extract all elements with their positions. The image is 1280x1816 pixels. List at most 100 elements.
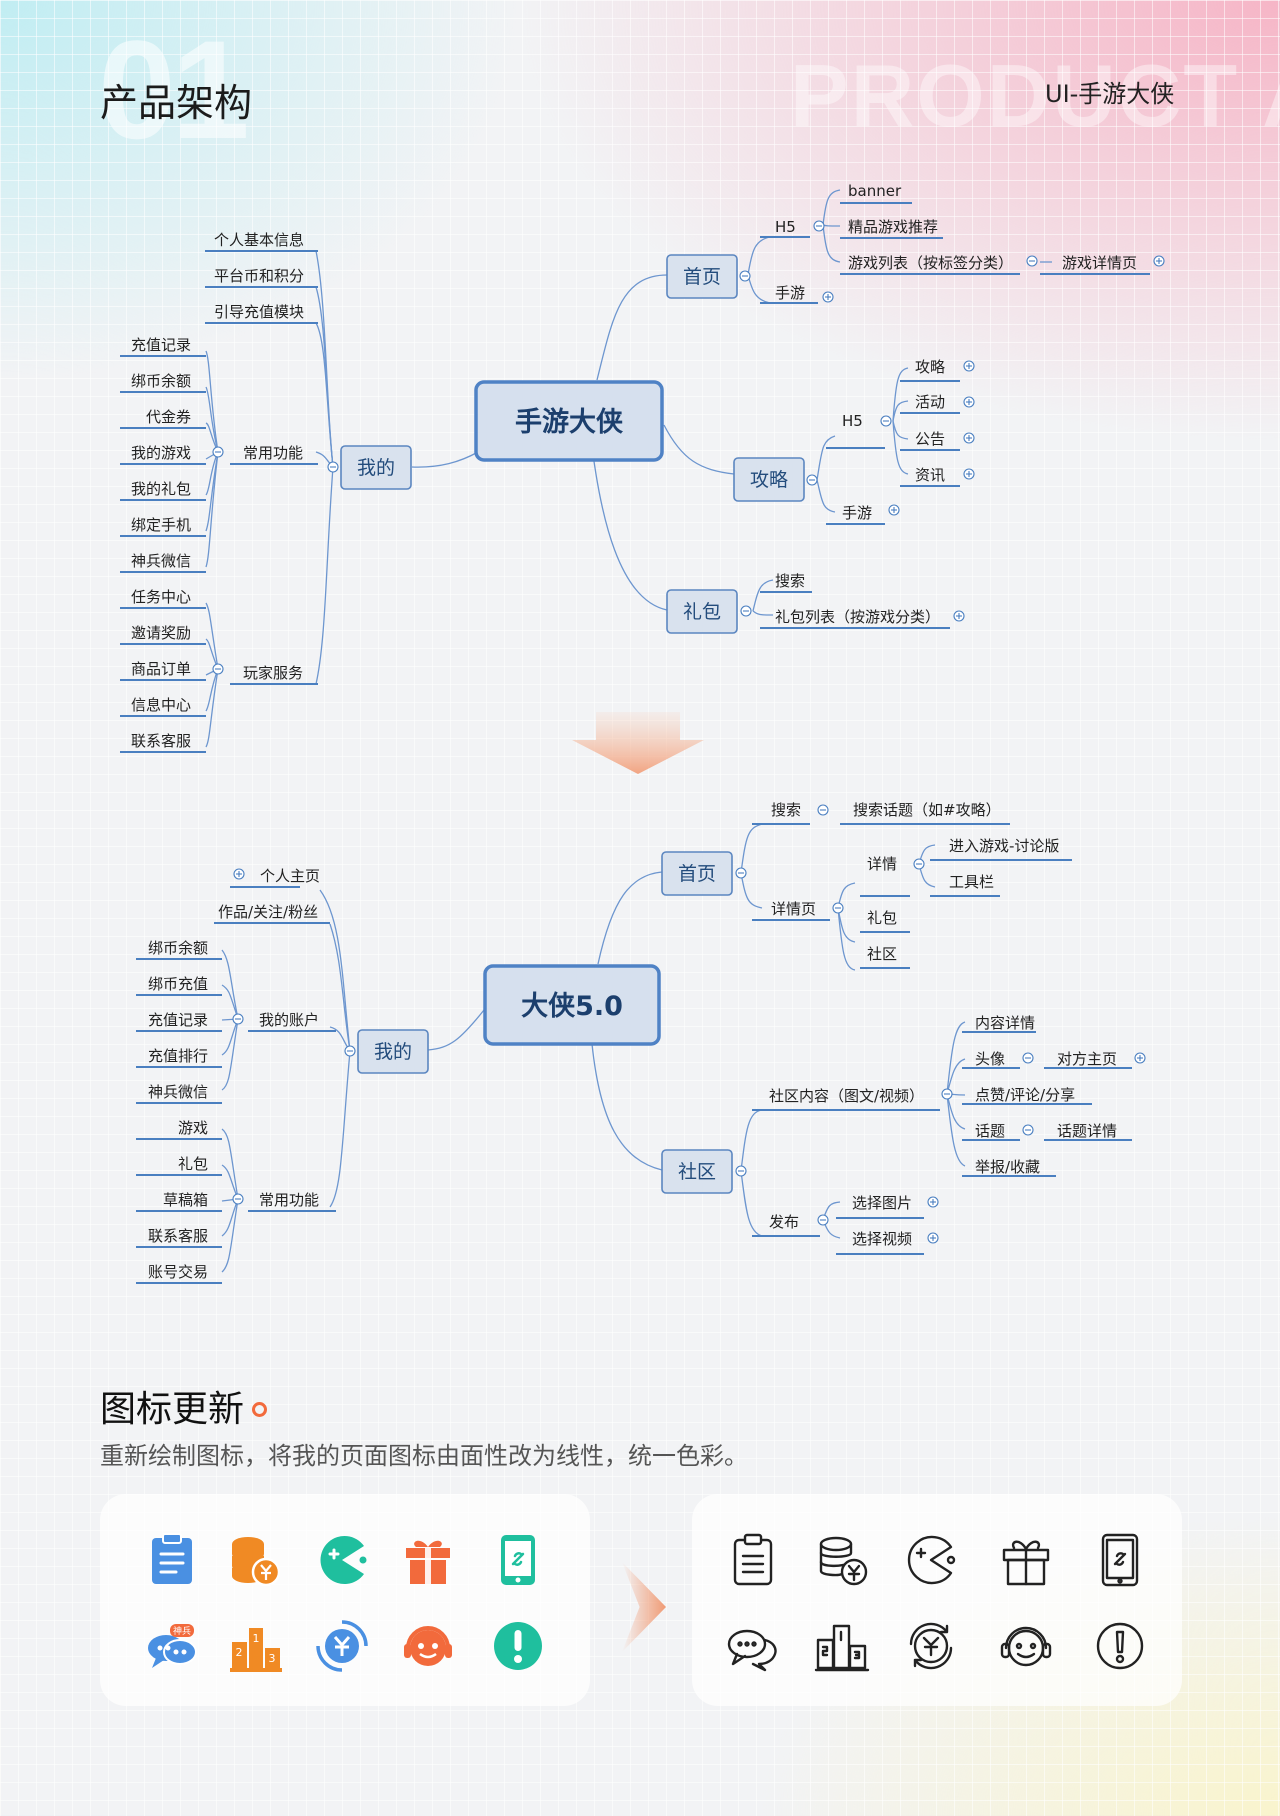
new-common-item: 账号交易	[148, 1263, 208, 1281]
new-home-enter-game: 进入游戏-讨论版	[949, 837, 1059, 855]
clipboard-icon	[725, 1532, 781, 1588]
new-home-search: 搜索	[771, 801, 801, 819]
new-common-group: 常用功能	[259, 1191, 319, 1209]
podium-label: 1	[253, 1632, 260, 1645]
new-account-item: 充值排行	[148, 1047, 208, 1065]
phone-link-icon	[1092, 1532, 1148, 1588]
old-common-item: 绑币余额	[131, 372, 191, 390]
old-common-group: 常用功能	[243, 444, 303, 462]
product-architecture-watermark: PRODUCT AR	[790, 46, 1280, 145]
old-gift-search: 搜索	[775, 572, 805, 590]
new-community-node: 社区	[678, 1161, 716, 1183]
new-mine-node: 我的	[374, 1041, 412, 1063]
new-root-node	[483, 964, 661, 1046]
new-home-detail: 详情	[867, 855, 897, 873]
new-account-items: 绑币余额 绑币充值 充值记录 充值排行 神兵微信	[148, 939, 208, 1101]
new-common-item: 礼包	[178, 1155, 208, 1173]
new-community-avatar: 头像	[975, 1050, 1005, 1068]
chat-icon	[725, 1618, 781, 1674]
podium-label: 2	[236, 1646, 243, 1659]
page-title: 产品架构	[100, 81, 253, 125]
old-icons-panel	[100, 1494, 590, 1706]
chat-badge-label: 神兵	[173, 1625, 191, 1637]
old-common-item: 代金券	[146, 408, 191, 426]
brand-label: UI-手游大侠	[1045, 80, 1175, 108]
old-mine-recharge-guide: 引导充值模块	[214, 303, 304, 321]
podium-label: 3	[269, 1652, 276, 1665]
new-mine-home: 个人主页	[260, 867, 320, 885]
new-community-select-video: 选择视频	[852, 1230, 912, 1248]
gift-icon	[998, 1532, 1054, 1588]
coins-yuan-icon	[814, 1532, 870, 1588]
old-home-mobile: 手游	[775, 284, 805, 302]
old-gift-node: 礼包	[683, 601, 721, 623]
old-service-item: 信息中心	[131, 696, 191, 714]
new-community-report: 举报/收藏	[975, 1158, 1040, 1176]
coins-yuan-icon	[226, 1532, 282, 1588]
old-gift-list: 礼包列表（按游戏分类）	[775, 608, 940, 626]
icons-section-title: 图标更新	[100, 1389, 245, 1430]
old-home-game-list: 游戏列表（按标签分类）	[848, 254, 1013, 272]
new-community-select-image: 选择图片	[852, 1194, 912, 1212]
new-home-gift: 礼包	[867, 909, 897, 927]
old-service-item: 联系客服	[131, 732, 191, 750]
headset-service-icon	[400, 1618, 456, 1674]
old-home-game-detail: 游戏详情页	[1062, 254, 1137, 272]
new-home-node: 首页	[678, 863, 716, 885]
old-common-items: 充值记录 绑币余额 代金券 我的游戏 我的礼包 绑定手机 神兵微信	[131, 336, 191, 570]
new-community-publish: 发布	[769, 1213, 799, 1231]
old-common-item: 我的礼包	[131, 480, 191, 498]
new-home-detail-page: 详情页	[771, 900, 816, 918]
old-root-label: 手游大侠	[515, 407, 624, 438]
new-account-item: 充值记录	[148, 1011, 208, 1029]
old-guide-news: 资讯	[915, 466, 945, 484]
new-common-item: 草稿箱	[163, 1191, 208, 1209]
old-home-node: 首页	[683, 266, 721, 288]
old-service-group: 玩家服务	[243, 664, 303, 682]
old-home-featured: 精品游戏推荐	[848, 218, 938, 236]
old-common-item: 神兵微信	[131, 552, 191, 570]
old-common-item: 我的游戏	[131, 444, 191, 462]
old-guide-events: 活动	[915, 393, 945, 411]
old-guide-notice: 公告	[915, 430, 945, 448]
old-home-h5: H5	[775, 218, 796, 236]
yuan-exchange-icon	[903, 1618, 959, 1674]
old-guide-node: 攻略	[750, 469, 788, 491]
podium-ranking-icon	[814, 1618, 870, 1674]
old-mine-profile: 个人基本信息	[214, 231, 304, 249]
transition-arrow-down-icon	[572, 712, 704, 774]
clipboard-icon	[144, 1532, 200, 1588]
new-home-toolbar: 工具栏	[949, 873, 994, 891]
chat-icon: 神兵	[144, 1618, 200, 1674]
new-community-topic: 话题	[975, 1122, 1005, 1140]
phone-link-icon	[490, 1532, 546, 1588]
old-service-items: 任务中心 邀请奖励 商品订单 信息中心 联系客服	[131, 588, 191, 750]
alert-icon	[1092, 1618, 1148, 1674]
yuan-exchange-icon	[314, 1618, 370, 1674]
old-guide-h5: H5	[842, 412, 863, 430]
new-root-label: 大侠5.0	[521, 991, 623, 1022]
old-common-item: 绑定手机	[131, 516, 191, 534]
new-community-other-home: 对方主页	[1057, 1050, 1117, 1068]
new-community-content: 社区内容（图文/视频）	[769, 1087, 924, 1105]
old-service-item: 商品订单	[131, 660, 191, 678]
new-account-item: 绑币余额	[148, 939, 208, 957]
new-mine-works: 作品/关注/粉丝	[218, 903, 318, 921]
new-account-item: 神兵微信	[148, 1083, 208, 1101]
old-guide-strategy: 攻略	[915, 358, 945, 376]
old-common-item: 充值记录	[131, 336, 191, 354]
old-service-item: 任务中心	[131, 588, 191, 606]
old-home-banner: banner	[848, 182, 902, 200]
new-common-item: 联系客服	[148, 1227, 208, 1245]
new-home-community: 社区	[867, 945, 897, 963]
gift-icon	[400, 1532, 456, 1588]
new-community-content-detail: 内容详情	[975, 1014, 1035, 1032]
pacman-game-icon	[903, 1532, 959, 1588]
icons-section-subtitle: 重新绘制图标，将我的页面图标由面性改为线性，统一色彩。	[100, 1442, 748, 1470]
new-common-items: 游戏 礼包 草稿箱 联系客服 账号交易	[148, 1119, 208, 1281]
new-icons-panel	[692, 1494, 1182, 1706]
old-mine-points: 平台币和积分	[214, 267, 304, 285]
pacman-game-icon	[314, 1532, 370, 1588]
